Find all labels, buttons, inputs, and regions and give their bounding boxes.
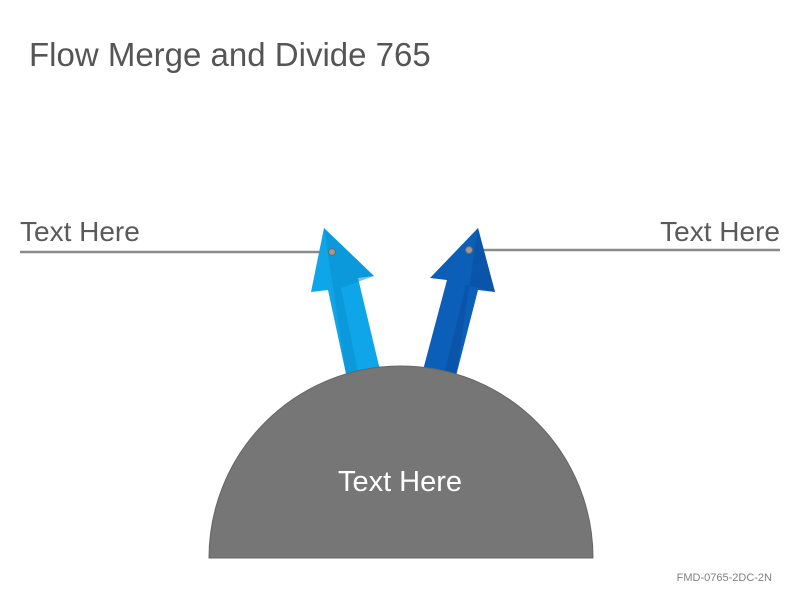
left-arrow xyxy=(311,228,380,374)
half-dome xyxy=(208,365,594,559)
slide-title: Flow Merge and Divide 765 xyxy=(29,36,431,73)
dome-text-label: Text Here xyxy=(337,466,463,498)
right-connector-dot xyxy=(465,246,473,254)
right-arrow xyxy=(423,228,495,376)
left-connector-dot xyxy=(328,248,336,256)
slide-code: FMD-0765-2DC-2N xyxy=(676,572,772,584)
right-text-label: Text Here xyxy=(660,216,780,247)
left-text-label: Text Here xyxy=(20,216,140,247)
